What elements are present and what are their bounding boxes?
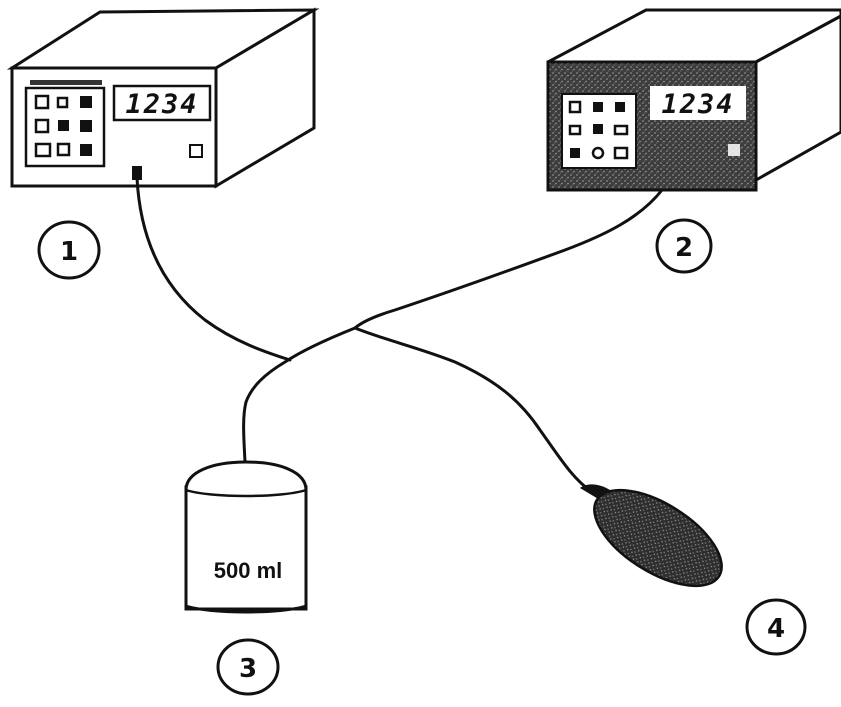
- label-2-text: 2: [675, 233, 693, 263]
- label-4-text: 4: [767, 614, 785, 644]
- bottle-rim: [185, 488, 307, 498]
- tube-device-1: [135, 176, 292, 362]
- device-1-display: [112, 84, 212, 122]
- bottle-volume-text: 500 ml: [214, 558, 283, 583]
- label-3: 3: [216, 638, 280, 696]
- device-1-label-strip: [30, 80, 102, 85]
- label-1-text: 1: [60, 237, 78, 267]
- tube-device-2: [353, 188, 664, 330]
- tube-trunk: [244, 326, 357, 404]
- tube-bottle: [242, 400, 248, 464]
- label-1: 1: [37, 220, 101, 280]
- bottle-body: [184, 485, 308, 611]
- device-1-keypad: [24, 86, 106, 168]
- bulb: [580, 484, 723, 588]
- device-2-display-text: 1234: [661, 89, 734, 120]
- bottle-bottom: [185, 604, 307, 614]
- device-2-keypad: [561, 93, 637, 169]
- label-3-text: 3: [239, 654, 257, 684]
- bottle: 500 ml: [184, 460, 308, 614]
- device-1-button: [189, 144, 203, 158]
- bulb-body: [593, 488, 723, 588]
- bottle-top: [184, 460, 308, 491]
- label-4: 4: [745, 598, 807, 656]
- device-1-connector: [132, 166, 142, 180]
- device-1: 1234: [6, 7, 320, 189]
- tube-bulb: [353, 326, 594, 494]
- tubing: [135, 176, 664, 494]
- device-2-button: [728, 144, 740, 156]
- device-2-display: [650, 86, 746, 120]
- device-2: 1234: [546, 8, 841, 192]
- device-1-display-text: 1234: [125, 89, 198, 120]
- label-2: 2: [655, 218, 713, 274]
